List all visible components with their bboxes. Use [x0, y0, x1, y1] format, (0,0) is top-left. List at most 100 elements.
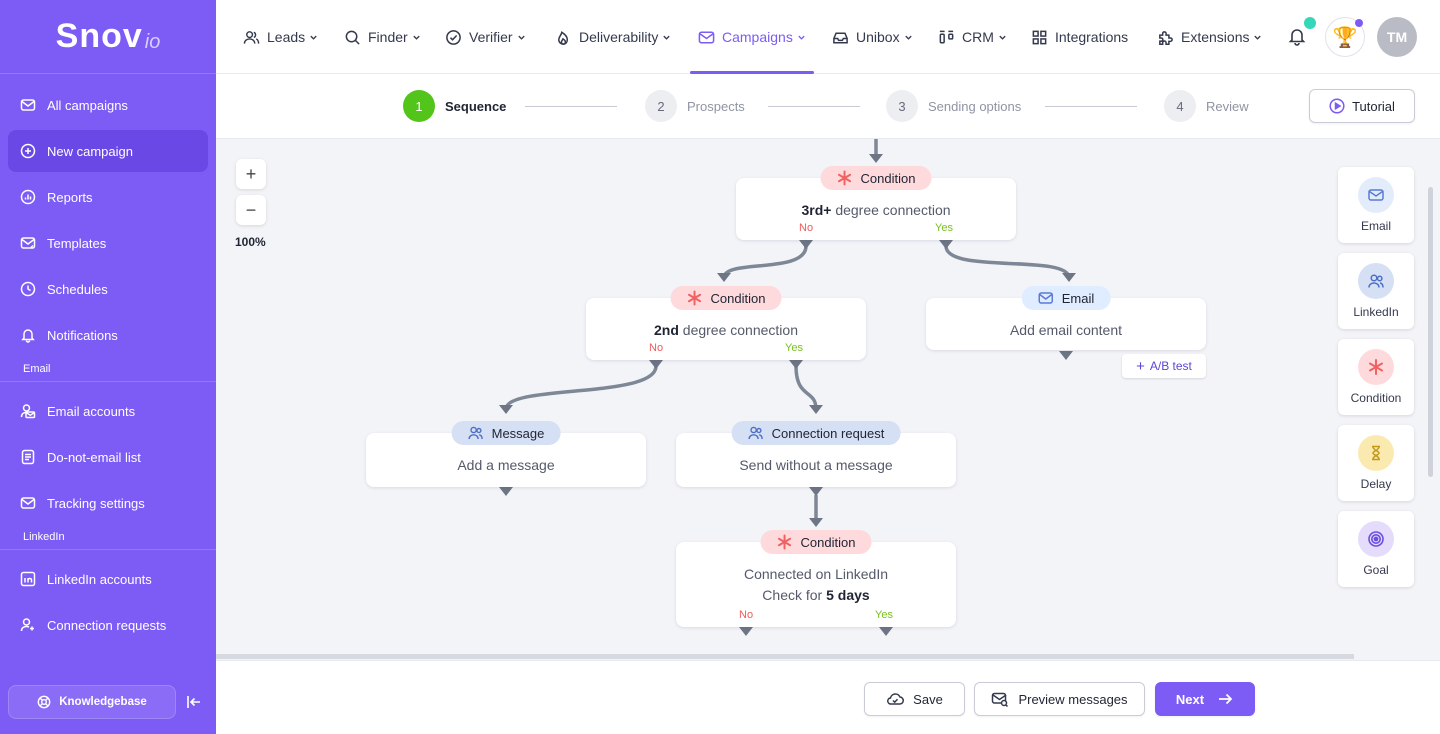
footer-actions: Save Preview messages Next	[216, 660, 1440, 734]
step-number: 3	[886, 90, 918, 122]
palette-delay[interactable]: Delay	[1338, 425, 1414, 501]
sequence-canvas[interactable]: + − 100%	[216, 139, 1440, 660]
nav-leads[interactable]: Leads	[243, 0, 318, 74]
step-label: Prospects	[687, 98, 745, 114]
badge-label: Condition	[710, 290, 766, 306]
zoom-in-button[interactable]: +	[236, 159, 266, 189]
badge-label: Email	[1061, 290, 1095, 306]
step-number: 1	[403, 90, 435, 122]
save-label: Save	[913, 691, 943, 707]
zoom-out-button[interactable]: −	[236, 195, 266, 225]
step-review[interactable]: 4 Review	[1164, 90, 1249, 122]
nav-campaigns[interactable]: Campaigns	[690, 0, 814, 74]
ab-test-button[interactable]: + A/B test	[1122, 354, 1206, 378]
notification-dot	[1304, 17, 1316, 29]
campaign-stepper: 1 Sequence 2 Prospects 3 Sending options…	[216, 75, 1440, 139]
save-button[interactable]: Save	[864, 682, 965, 716]
nav-leads-label: Leads	[267, 29, 306, 45]
sidebar-item-connection-requests[interactable]: Connection requests	[8, 604, 208, 646]
plus-circle-icon	[20, 143, 36, 159]
palette-label: Delay	[1360, 477, 1392, 491]
top-navigation: Leads Finder Verifier Deliverability Cam…	[216, 0, 1440, 74]
sidebar-item-reports[interactable]: Reports	[8, 176, 208, 218]
trophy-button[interactable]: 🏆	[1325, 17, 1365, 57]
step-sequence[interactable]: 1 Sequence	[403, 90, 506, 122]
user-mail-icon	[20, 403, 36, 419]
sidebar-item-all-campaigns[interactable]: All campaigns	[8, 84, 208, 126]
sidebar-menu: All campaigns New campaign Reports Templ…	[0, 74, 216, 646]
sidebar-item-notifications[interactable]: Notifications	[8, 314, 208, 356]
nav-integrations[interactable]: Integrations	[1031, 0, 1128, 74]
sidebar-item-label: Tracking settings	[47, 495, 145, 511]
sidebar-item-schedules[interactable]: Schedules	[8, 268, 208, 310]
palette-circle	[1358, 521, 1394, 557]
node-email[interactable]: Email Add email content	[926, 286, 1206, 350]
sidebar-item-linkedin-accounts[interactable]: LinkedIn accounts	[8, 558, 208, 600]
sidebar-item-do-not-email[interactable]: Do-not-email list	[8, 436, 208, 478]
notification-bell-icon[interactable]	[1287, 26, 1307, 46]
tutorial-label: Tutorial	[1352, 98, 1395, 114]
trophy-dot	[1355, 19, 1363, 27]
play-circle-icon	[1329, 98, 1345, 114]
sidebar-item-label: Templates	[47, 235, 107, 251]
users-icon	[748, 426, 763, 440]
step-divider	[1045, 106, 1137, 107]
sidebar-item-new-campaign[interactable]: New campaign	[8, 130, 208, 172]
badge-label: Connection request	[771, 425, 885, 441]
nav-crm[interactable]: CRM	[938, 0, 1007, 74]
step-number: 4	[1164, 90, 1196, 122]
chevron-down-icon	[999, 35, 1006, 40]
node-text: Send without a message	[739, 457, 893, 473]
node-text-line: Connected on LinkedIn	[744, 566, 888, 582]
next-button[interactable]: Next	[1155, 682, 1255, 716]
palette-linkedin[interactable]: LinkedIn	[1338, 253, 1414, 329]
sidebar-item-label: Reports	[47, 189, 93, 205]
step-number: 2	[645, 90, 677, 122]
node-body: Connected on LinkedIn Check for 5 days	[676, 542, 956, 606]
flame-icon	[558, 30, 569, 45]
preview-messages-button[interactable]: Preview messages	[974, 682, 1145, 716]
message-badge: Message	[451, 421, 561, 445]
tutorial-button[interactable]: Tutorial	[1309, 89, 1415, 123]
palette-goal[interactable]: Goal	[1338, 511, 1414, 587]
node-body: 3rd+ degree connection	[736, 178, 1016, 221]
nav-extensions[interactable]: Extensions	[1157, 0, 1262, 74]
horizontal-scrollbar[interactable]	[216, 654, 1354, 659]
node-connection-request[interactable]: Connection request Send without a messag…	[676, 421, 956, 487]
condition-badge: Condition	[760, 530, 872, 554]
node-text-line: Check for 5 days	[676, 585, 956, 606]
nav-verifier[interactable]: Verifier	[445, 0, 526, 74]
palette-email[interactable]: Email	[1338, 167, 1414, 243]
nav-unibox[interactable]: Unibox	[832, 0, 913, 74]
nav-crm-label: CRM	[962, 29, 994, 45]
palette-condition[interactable]: Condition	[1338, 339, 1414, 415]
step-prospects[interactable]: 2 Prospects	[645, 90, 745, 122]
node-condition-connected[interactable]: Condition Connected on LinkedIn Check fo…	[676, 530, 956, 627]
sidebar-item-tracking-settings[interactable]: Tracking settings	[8, 482, 208, 524]
logo[interactable]: Snov io	[0, 0, 216, 74]
collapse-sidebar-icon[interactable]	[185, 693, 203, 711]
node-condition-3rd-degree[interactable]: Condition 3rd+ degree connection No Yes	[736, 166, 1016, 240]
nav-deliverability[interactable]: Deliverability	[555, 0, 671, 74]
vertical-scrollbar[interactable]	[1428, 187, 1433, 477]
user-plus-icon	[20, 617, 36, 633]
avatar[interactable]: TM	[1377, 17, 1417, 57]
step-sending-options[interactable]: 3 Sending options	[886, 90, 1021, 122]
mail-icon	[1368, 189, 1384, 201]
node-message[interactable]: Message Add a message	[366, 421, 646, 487]
knowledgebase-button[interactable]: Knowledgebase	[8, 685, 176, 719]
node-bold-text: 2nd	[654, 322, 679, 338]
chevron-down-icon	[310, 35, 317, 40]
palette-circle	[1358, 263, 1394, 299]
sidebar-item-templates[interactable]: Templates	[8, 222, 208, 264]
sidebar: Snov io All campaigns New campaign Repor…	[0, 0, 216, 734]
search-icon	[345, 30, 360, 45]
node-text: Check for	[762, 587, 827, 603]
zoom-level: 100%	[235, 235, 266, 249]
sidebar-item-email-accounts[interactable]: Email accounts	[8, 390, 208, 432]
nav-finder[interactable]: Finder	[344, 0, 421, 74]
node-condition-2nd-degree[interactable]: Condition 2nd degree connection No Yes	[586, 286, 866, 360]
logo-text: Snov	[55, 17, 143, 55]
node-text: Add a message	[457, 457, 555, 473]
nav-deliverability-label: Deliverability	[579, 29, 659, 45]
